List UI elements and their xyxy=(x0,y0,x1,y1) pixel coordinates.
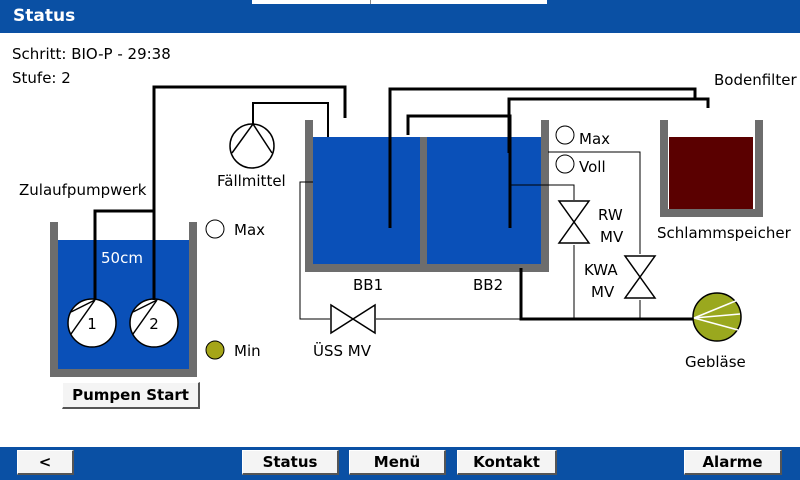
rw-mv-label-1: RW xyxy=(598,206,623,224)
step-info: Schritt: BIO-P - 29:38 xyxy=(12,45,171,63)
pump-1-icon[interactable] xyxy=(67,298,117,348)
back-button[interactable]: < xyxy=(17,450,74,475)
uess-mv-valve-icon[interactable] xyxy=(330,303,376,335)
rw-mv-label-2: MV xyxy=(600,228,624,246)
pump-1-label: 1 xyxy=(87,315,97,333)
title-bar: Status xyxy=(0,0,800,33)
alarme-button[interactable]: Alarme xyxy=(684,450,782,475)
pump-2-label: 2 xyxy=(149,315,159,333)
kwa-mv-label-1: KWA xyxy=(584,261,618,279)
min-label-left: Min xyxy=(234,342,261,360)
pumpen-start-button[interactable]: Pumpen Start xyxy=(62,382,200,409)
kwa-mv-valve-icon[interactable] xyxy=(623,255,657,299)
voll-label: Voll xyxy=(579,158,606,176)
basin-divider xyxy=(420,137,427,268)
page-title: Status xyxy=(13,6,76,26)
bb1-label: BB1 xyxy=(353,276,383,294)
sludge-tank-content xyxy=(669,137,753,209)
kwa-mv-label-2: MV xyxy=(591,283,615,301)
geblaese-icon[interactable] xyxy=(692,292,742,342)
voll-indicator xyxy=(555,154,575,174)
kontakt-button[interactable]: Kontakt xyxy=(457,450,557,475)
schlammspeicher-label: Schlammspeicher xyxy=(657,224,792,242)
faellmittel-label: Fällmittel xyxy=(217,172,286,190)
zulaufpumpwerk-label: Zulaufpumpwerk xyxy=(19,181,147,199)
max-indicator-right xyxy=(555,125,575,145)
geblaese-label: Gebläse xyxy=(685,353,746,371)
basin-water xyxy=(313,137,549,264)
status-button[interactable]: Status xyxy=(242,450,339,475)
bottom-nav-bar: < Status Menü Kontakt Alarme xyxy=(0,447,800,480)
bb2-label: BB2 xyxy=(473,276,503,294)
bodenfilter-label: Bodenfilter xyxy=(714,71,797,89)
top-tab-slot[interactable] xyxy=(252,0,547,4)
inlet-tank-wall xyxy=(50,222,197,377)
max-label-right: Max xyxy=(579,130,610,148)
min-indicator-left xyxy=(205,340,225,360)
process-diagram: Zulaufpumpwerk 50cm 1 2 Max Min Fällmitt… xyxy=(19,71,797,377)
stage-info: Stufe: 2 xyxy=(12,69,71,87)
menu-button[interactable]: Menü xyxy=(349,450,446,475)
rw-mv-valve-icon[interactable] xyxy=(557,200,591,244)
uess-mv-label: ÜSS MV xyxy=(313,341,372,360)
max-indicator-left xyxy=(205,219,225,239)
inlet-level-value: 50cm xyxy=(101,249,143,267)
sludge-tank-wall xyxy=(660,120,763,217)
max-label-left: Max xyxy=(234,221,265,239)
